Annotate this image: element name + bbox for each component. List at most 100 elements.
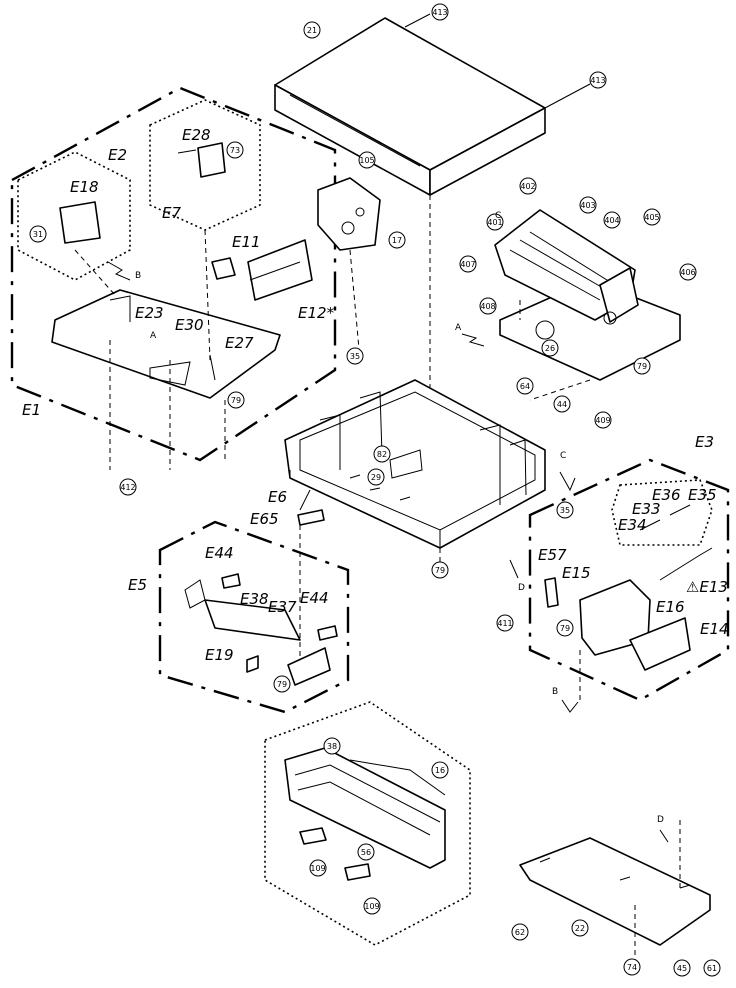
label-e6: E6 [268,488,287,506]
part-62: 62 [511,923,529,941]
part-79d: 79 [633,357,651,375]
svg-text:44: 44 [557,400,567,409]
part-26: 26 [541,339,559,357]
ref-c2: C [560,451,566,461]
svg-text:411: 411 [497,619,512,628]
bracket [317,177,381,361]
part-405: 405 [643,208,661,226]
part-79c: 79 [273,675,291,693]
ref-b2: B [552,687,558,697]
svg-text:109: 109 [364,902,379,911]
label-e18: E18 [70,178,99,196]
part-409: 409 [594,411,612,429]
part-35b: 35 [556,501,574,519]
part-35a: 35 [346,347,364,365]
part-74: 74 [623,958,641,976]
part-31: 31 [29,225,47,243]
svg-text:61: 61 [707,964,717,973]
part-61: 61 [703,959,721,977]
part-56: 56 [357,843,375,861]
svg-text:409: 409 [595,416,610,425]
part-407: 407 [459,255,477,273]
svg-text:406: 406 [680,268,695,277]
group-e1 [10,86,337,470]
label-e23: E23 [135,304,164,322]
part-73: 73 [226,141,244,159]
ref-c1: C [495,211,501,221]
group-e3 [528,458,730,702]
label-e13: ⚠E13 [686,578,728,596]
label-e65: E65 [250,510,279,528]
reference-letters: A A B B C C D D [135,211,664,825]
part-404: 404 [603,211,621,229]
svg-text:79: 79 [560,624,570,633]
svg-text:402: 402 [520,182,535,191]
part-64: 64 [516,377,534,395]
svg-text:404: 404 [604,216,619,225]
part-401: 401 [486,213,504,231]
label-e19: E19 [205,646,234,664]
ref-a1: A [150,331,157,341]
leader-arrows [107,261,669,843]
label-e33: E33 [632,500,661,518]
ref-b1: B [135,271,141,281]
part-17: 17 [388,231,406,249]
label-e37: E37 [268,598,297,616]
svg-text:82: 82 [377,450,387,459]
svg-text:38: 38 [327,742,337,751]
part-412: 412 [119,478,137,496]
part-45: 45 [673,959,691,977]
svg-text:413: 413 [432,8,447,17]
ref-d1: D [518,583,525,593]
svg-text:413: 413 [590,76,605,85]
mechanism [494,209,681,401]
label-e5: E5 [128,576,147,594]
part-29: 29 [367,468,385,486]
svg-text:407: 407 [460,260,475,269]
svg-text:62: 62 [515,928,525,937]
svg-text:35: 35 [560,506,570,515]
svg-text:79: 79 [637,362,647,371]
group-e5 [158,509,350,714]
svg-text:73: 73 [230,146,240,155]
part-403: 403 [579,196,597,214]
part-38: 38 [323,737,341,755]
svg-text:105: 105 [359,156,374,165]
label-e7: E7 [162,204,181,222]
label-e11: E11 [232,233,261,251]
label-e38: E38 [240,590,269,608]
label-e44a: E44 [205,544,234,562]
label-e35: E35 [688,486,717,504]
part-105: 105 [358,151,376,169]
part-413b: 413 [589,71,607,89]
label-e1: E1 [22,401,41,419]
part-79b: 79 [431,561,449,579]
part-411: 411 [496,614,514,632]
part-109a: 109 [309,859,327,877]
label-e34: E34 [618,516,647,534]
label-e2: E2 [108,146,127,164]
svg-text:35: 35 [350,352,360,361]
svg-text:29: 29 [371,473,381,482]
label-e27: E27 [225,334,254,352]
svg-text:403: 403 [580,201,595,210]
part-44: 44 [553,395,571,413]
svg-text:109: 109 [310,864,325,873]
svg-text:26: 26 [545,344,555,353]
svg-text:16: 16 [435,766,445,775]
label-e28: E28 [182,126,211,144]
part-79a: 79 [227,391,245,409]
part-413a: 413 [431,3,449,21]
svg-text:79: 79 [435,566,445,575]
main-chassis [284,379,546,570]
group-labels: E1 E2 E3 E5 E6 E7 E11 E12* ⚠E13 E14 E15 … [22,126,729,664]
label-e30: E30 [175,316,204,334]
label-e44b: E44 [300,589,329,607]
svg-text:64: 64 [520,382,530,391]
ref-a2: A [455,323,462,333]
svg-text:31: 31 [33,230,43,239]
label-e57: E57 [538,546,567,564]
label-e16: E16 [656,598,685,616]
ref-d2: D [657,815,664,825]
